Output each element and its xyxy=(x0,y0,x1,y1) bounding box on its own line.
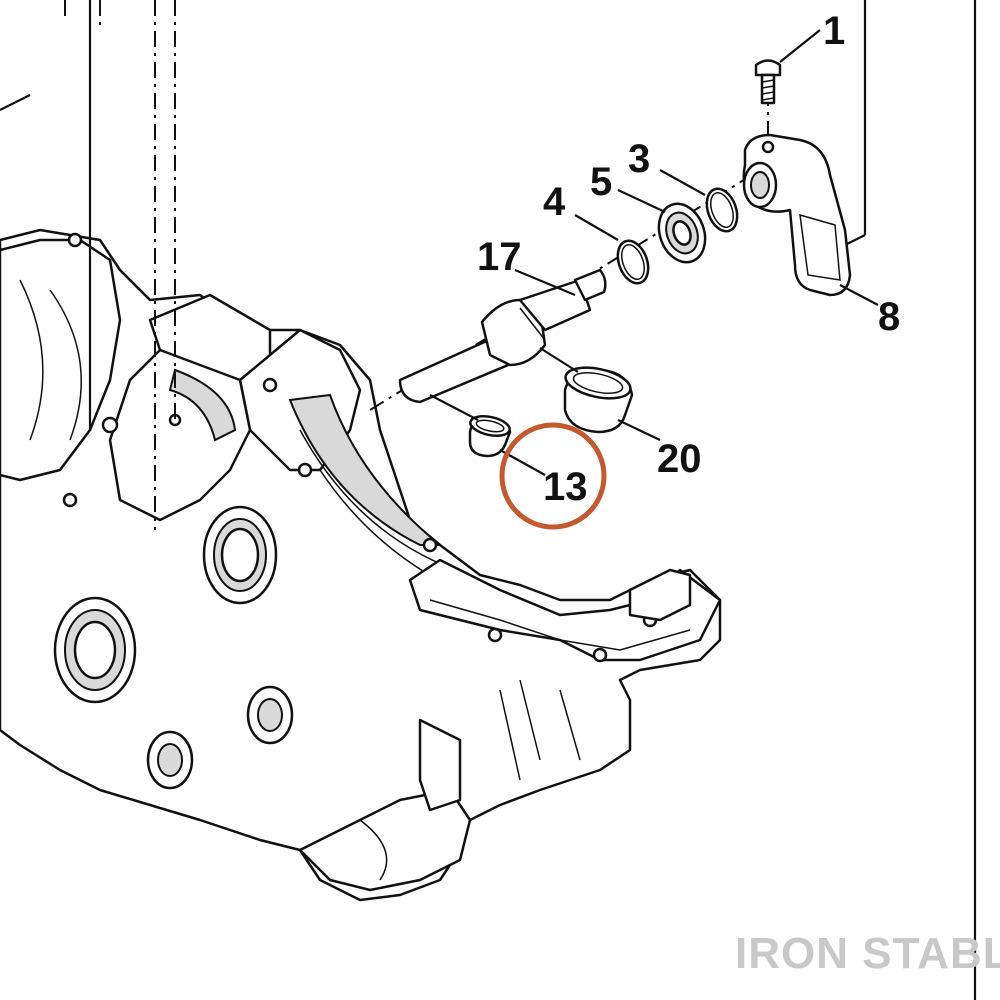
crankcase xyxy=(0,228,722,902)
part-8-lever xyxy=(742,133,852,297)
callout-1: 1 xyxy=(823,9,845,53)
leader-lines xyxy=(429,29,879,476)
callout-17: 17 xyxy=(477,235,522,279)
watermark-text: IRON STABLE xyxy=(735,929,1000,978)
callout-20: 20 xyxy=(657,437,702,481)
highlight-circle xyxy=(499,422,607,530)
callout-8: 8 xyxy=(878,295,900,339)
callout-3: 3 xyxy=(628,137,650,181)
part-1-screw xyxy=(754,59,782,105)
part-3-ring xyxy=(705,187,739,233)
callout-13: 13 xyxy=(543,465,588,509)
part-5-bearing xyxy=(657,202,707,264)
part-13-bushing xyxy=(468,415,512,458)
callout-4: 4 xyxy=(543,180,566,224)
part-4-ring xyxy=(616,239,650,285)
part-20-bushing xyxy=(563,366,634,434)
callout-5: 5 xyxy=(590,160,612,204)
callout-labels: 1 3 5 4 17 8 20 13 xyxy=(477,9,900,509)
part-17-shaft xyxy=(398,268,607,404)
